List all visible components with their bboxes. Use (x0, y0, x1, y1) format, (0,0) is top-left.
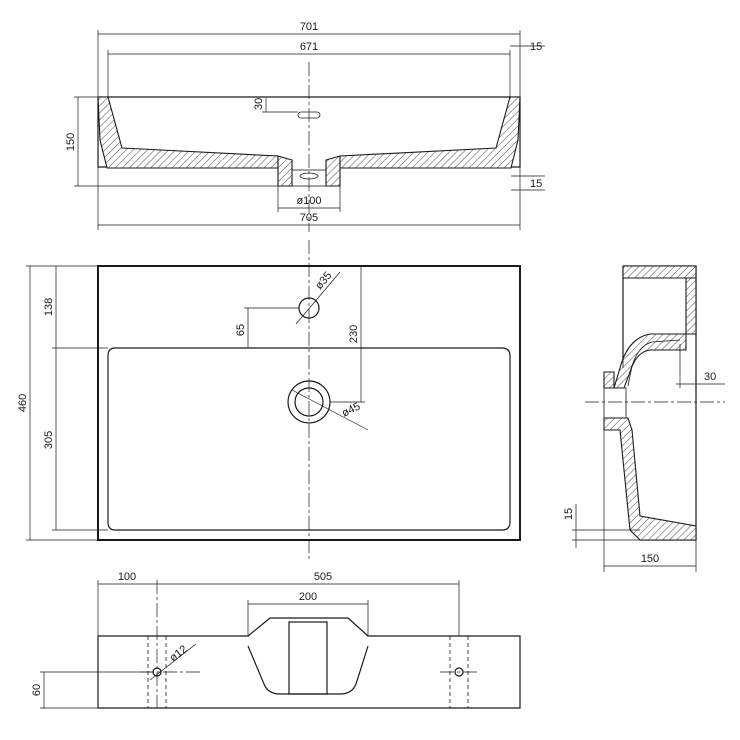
drain-section-right (325, 155, 341, 187)
drain-section (277, 155, 293, 187)
dim-drain-offset: 230 (348, 325, 360, 343)
section-view-side: 30 15 150 (563, 265, 725, 572)
side-top-rim (622, 265, 697, 279)
dim-bottom-offset: 15 (530, 178, 542, 190)
dim-fixing-spacing: 505 (314, 571, 332, 583)
dim-inner-width: 671 (300, 41, 318, 53)
dim-overflow-height: 30 (253, 98, 265, 110)
dim-fixing-hole-diameter: ø12 (167, 643, 189, 664)
side-back-wall (685, 277, 697, 335)
side-front-wall-bottom (603, 417, 697, 541)
dim-tap-hole-diameter: ø35 (313, 270, 334, 292)
dim-base-width: 705 (300, 212, 318, 224)
dim-drain-diameter: ø100 (296, 195, 321, 207)
rear-view: 100 505 200 ø12 60 (31, 571, 521, 709)
side-overflow-channel (613, 333, 687, 389)
waste-slot (288, 621, 328, 695)
dim-outer-width: 701 (300, 21, 318, 33)
dim-side-depth: 150 (641, 553, 659, 565)
side-front-wall-top (603, 371, 615, 389)
dim-waste-cutout-width: 200 (299, 591, 317, 603)
dim-rim-offset: 15 (530, 41, 542, 53)
dim-basin-depth: 305 (43, 431, 55, 449)
dim-bottom-thickness: 15 (563, 508, 575, 520)
plan-view: 460 138 305 ø35 65 230 ø45 (17, 240, 521, 560)
dim-tap-offset: 65 (235, 324, 247, 336)
basin-bowl-outline (107, 347, 511, 531)
section-view-front: 701 671 15 30 150 ø100 705 15 (65, 21, 545, 232)
dim-overflow-offset: 30 (704, 371, 716, 383)
dim-drain-diameter-plan: ø45 (340, 401, 362, 420)
side-drain-opening (603, 387, 627, 419)
waste-cutout (247, 645, 369, 695)
dim-back-ledge: 138 (43, 298, 55, 316)
dim-fixing-height: 60 (31, 684, 43, 696)
right-wall-section (339, 96, 521, 169)
left-wall-section (97, 96, 279, 169)
dim-height: 150 (65, 133, 77, 151)
dim-total-depth: 460 (17, 394, 29, 412)
dim-left-offset: 100 (118, 571, 136, 583)
